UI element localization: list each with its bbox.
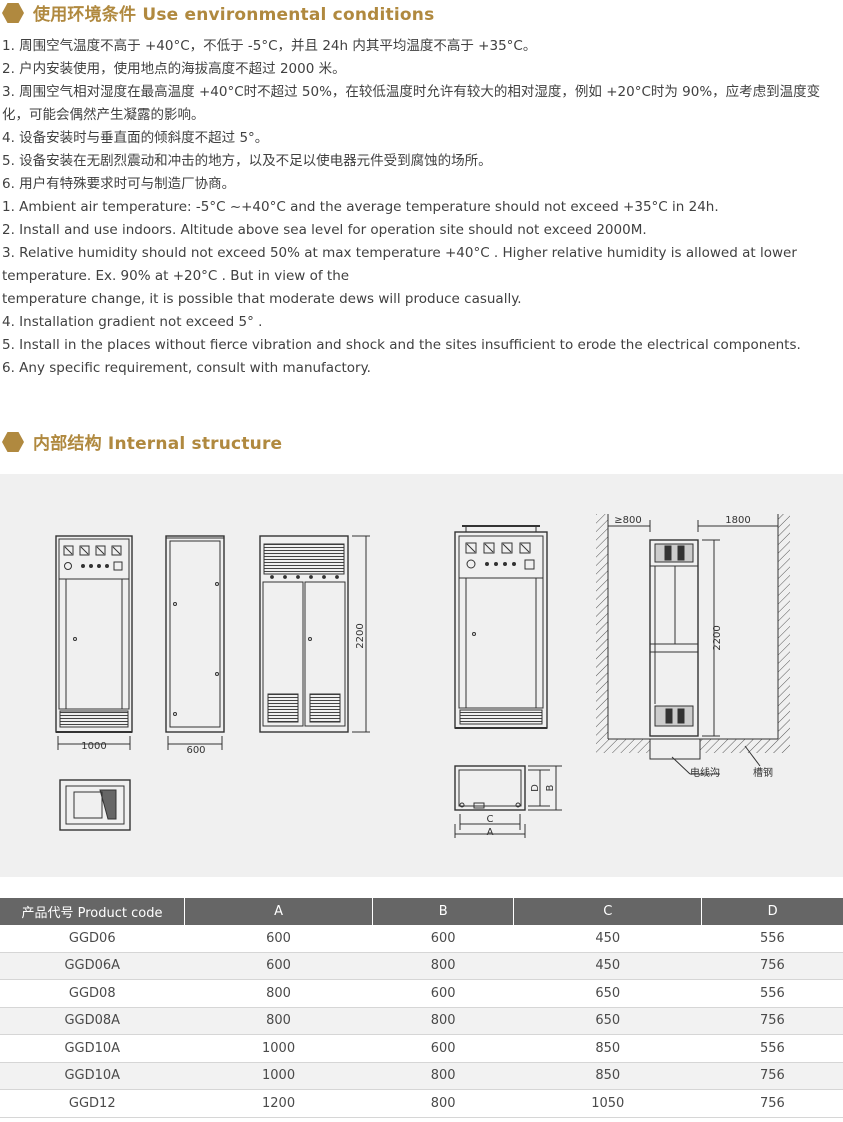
table-row: GGD06A 600 800 450 756 xyxy=(0,952,843,980)
condition-line: 2. Install and use indoors. Altitude abo… xyxy=(2,222,647,238)
table-cell: 600 xyxy=(372,925,514,953)
condition-line: 6. Any specific requirement, consult wit… xyxy=(2,360,371,376)
dim-c-label: C xyxy=(487,814,494,825)
installation-section-view xyxy=(596,514,790,775)
table-cell: GGD08A xyxy=(0,1007,185,1035)
condition-line: 1. 周围空气温度不高于 +40°C，不低于 -5°C，并且 24h 内其平均温… xyxy=(2,38,537,54)
table-cell: GGD08 xyxy=(0,979,185,1008)
condition-line: 2. 户内安装使用，使用地点的海拔高度不超过 2000 米。 xyxy=(2,61,346,77)
condition-line: temperature change, it is possible that … xyxy=(2,291,522,307)
table-cell: GGD06A xyxy=(0,952,185,980)
column-header: A xyxy=(184,898,374,925)
table-cell: 756 xyxy=(701,1007,843,1035)
table-cell: 450 xyxy=(513,925,702,953)
table-cell: 850 xyxy=(513,1062,702,1090)
section-title: 内部结构 Internal structure xyxy=(33,434,283,454)
table-cell: 556 xyxy=(701,1034,843,1063)
condition-line: 4. Installation gradient not exceed 5° . xyxy=(2,314,263,330)
cable-trench-label: 电线沟 xyxy=(690,766,720,779)
table-header-row: 产品代号 Product code A B C D xyxy=(0,898,843,925)
section-title: 使用环境条件 Use environmental conditions xyxy=(33,5,435,25)
table-cell: GGD10A xyxy=(0,1034,185,1063)
table-cell: 756 xyxy=(701,952,843,980)
table-cell: GGD12 xyxy=(0,1089,185,1118)
dim-a-label: A xyxy=(487,827,494,838)
table-row: GGD08 800 600 650 556 xyxy=(0,979,843,1008)
cabinet-front-view xyxy=(55,535,133,750)
table-cell: 1050 xyxy=(513,1089,702,1118)
condition-line: 3. Relative humidity should not exceed 5… xyxy=(2,245,797,284)
table-row: GGD06 600 600 450 556 xyxy=(0,925,843,953)
condition-line: 5. Install in the places without fierce … xyxy=(2,337,801,353)
base-frame-view xyxy=(454,765,562,838)
table-cell: 800 xyxy=(372,1062,514,1090)
cabinet-side-view xyxy=(165,535,225,750)
table-row: GGD10A 1000 800 850 756 xyxy=(0,1062,843,1090)
dim-clearance-label: ≥800 xyxy=(614,515,641,526)
condition-line: 3. 周围空气相对湿度在最高温度 +40°C时不超过 50%，在较低温度时允许有… xyxy=(2,84,821,123)
table-cell: 600 xyxy=(372,1034,514,1063)
dim-depth-label: 600 xyxy=(186,745,205,756)
dim-width-label: 1000 xyxy=(81,741,106,752)
cabinet-rear-view xyxy=(259,535,370,733)
column-header: C xyxy=(513,898,703,925)
table-row: GGD12 1200 800 1050 756 xyxy=(0,1089,843,1118)
table-cell: 800 xyxy=(372,952,514,980)
condition-line: 6. 用户有特殊要求时可与制造厂协商。 xyxy=(2,176,236,192)
column-header: D xyxy=(701,898,843,925)
table-cell: 1200 xyxy=(184,1089,373,1118)
table-cell: 650 xyxy=(513,1007,702,1035)
dim-height-label: 2200 xyxy=(355,623,366,648)
section-heading-environment: 使用环境条件 Use environmental conditions xyxy=(0,0,434,25)
hexagon-bullet-icon xyxy=(2,2,24,23)
table-cell: 450 xyxy=(513,952,702,980)
product-dimension-table: 产品代号 Product code A B C D GGD06 600 600 … xyxy=(0,898,843,1118)
table-cell: 1000 xyxy=(184,1062,373,1090)
dim-room-label: 1800 xyxy=(725,515,750,526)
condition-line: 1. Ambient air temperature: -5°C ~+40°C … xyxy=(2,199,719,215)
column-header: 产品代号 Product code xyxy=(0,898,185,925)
table-cell: GGD06 xyxy=(0,925,185,953)
table-cell: 756 xyxy=(701,1089,843,1118)
section-heading-structure: 内部结构 Internal structure xyxy=(0,429,282,454)
table-cell: 556 xyxy=(701,925,843,953)
dim-height-label: 2200 xyxy=(712,625,723,650)
table-cell: 800 xyxy=(372,1089,514,1118)
hexagon-bullet-icon xyxy=(2,431,24,452)
condition-line: 4. 设备安装时与垂直面的倾斜度不超过 5°。 xyxy=(2,130,269,146)
cabinet-front-view-alt xyxy=(454,525,548,729)
table-cell: 800 xyxy=(372,1007,514,1035)
table-cell: 756 xyxy=(701,1062,843,1090)
internal-structure-drawing: 1000 600 2200 xyxy=(0,474,843,877)
table-cell: 556 xyxy=(701,979,843,1008)
table-cell: 800 xyxy=(184,1007,373,1035)
table-cell: 600 xyxy=(184,925,373,953)
table-cell: GGD10A xyxy=(0,1062,185,1090)
environment-conditions-list: 1. 周围空气温度不高于 +40°C，不低于 -5°C，并且 24h 内其平均温… xyxy=(2,35,842,380)
dim-b-label: B xyxy=(545,784,556,791)
cabinet-plan-view xyxy=(59,779,131,831)
table-cell: 600 xyxy=(184,952,373,980)
condition-line: 5. 设备安装在无剧烈震动和冲击的地方，以及不足以使电器元件受到腐蚀的场所。 xyxy=(2,153,492,169)
table-cell: 600 xyxy=(372,979,514,1008)
dim-d-label: D xyxy=(530,784,541,792)
column-header: B xyxy=(372,898,515,925)
table-cell: 1000 xyxy=(184,1034,373,1063)
table-row: GGD08A 800 800 650 756 xyxy=(0,1007,843,1035)
table-cell: 650 xyxy=(513,979,702,1008)
table-row: GGD10A 1000 600 850 556 xyxy=(0,1034,843,1063)
table-cell: 800 xyxy=(184,979,373,1008)
table-cell: 850 xyxy=(513,1034,702,1063)
channel-steel-label: 槽钢 xyxy=(753,766,773,779)
